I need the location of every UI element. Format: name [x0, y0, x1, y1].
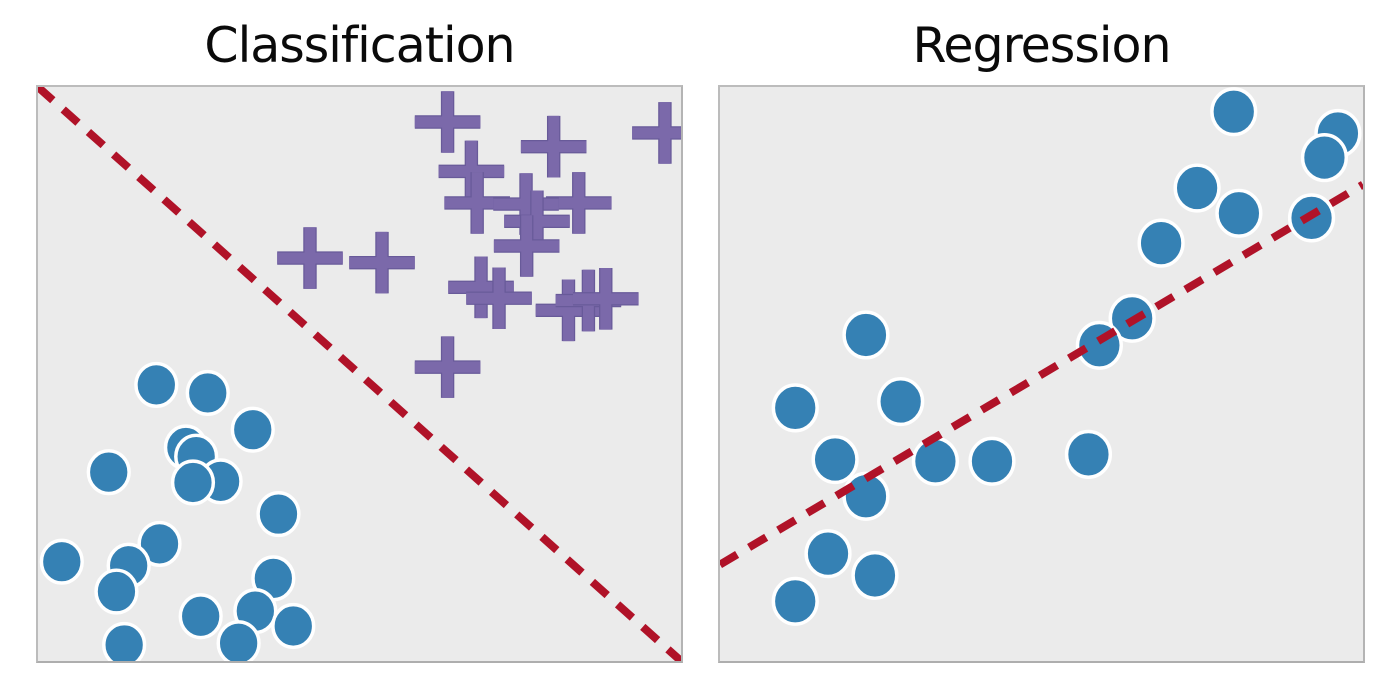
regression-title: Regression: [912, 17, 1171, 74]
regression-section: Regression: [718, 14, 1365, 663]
classification-scatter-svg: [38, 87, 681, 661]
classification-plot-area: [36, 85, 683, 663]
ml-comparison-figure: Classification Regression: [36, 14, 1365, 663]
regression-scatter-svg: [720, 87, 1363, 626]
classification-title: Classification: [204, 17, 515, 74]
classification-section: Classification: [36, 14, 683, 663]
regression-plot-area: [718, 85, 1365, 663]
